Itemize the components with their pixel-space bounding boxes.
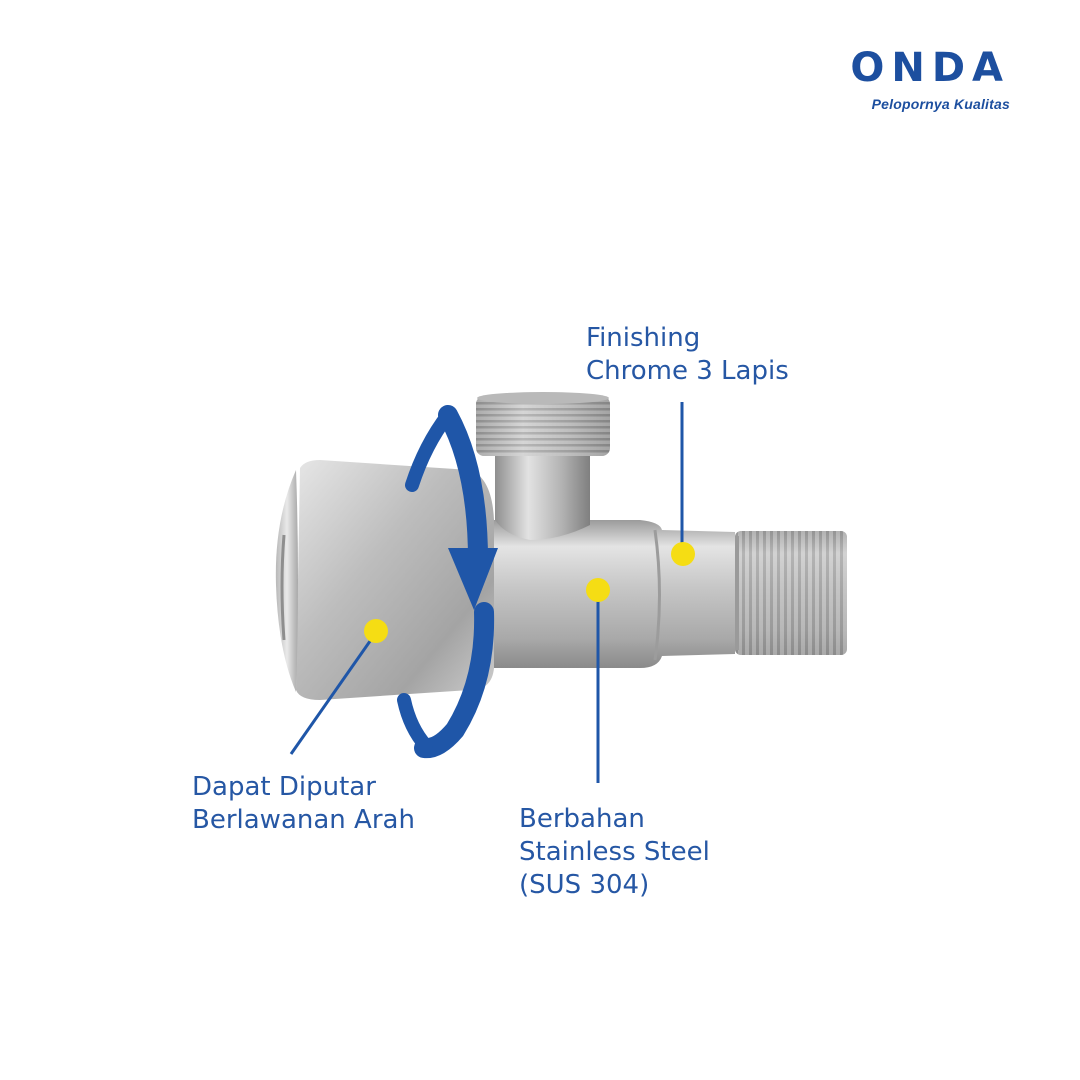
callout-line: Finishing (586, 323, 701, 353)
callout-line: Berlawanan Arah (192, 805, 415, 835)
callout-line: Dapat Diputar (192, 772, 376, 802)
callout-line: (SUS 304) (519, 870, 650, 900)
callout-line: Chrome 3 Lapis (586, 356, 789, 386)
leader-line-rotate (289, 633, 377, 755)
brand-tagline: Pelopornya Kualitas (871, 96, 1010, 112)
dot-marker-icon (671, 542, 695, 566)
handle-face (275, 470, 298, 692)
dot-marker-icon (364, 619, 388, 643)
top-inlet (476, 392, 610, 540)
rotating-handle (275, 460, 494, 700)
handle-body (296, 460, 494, 700)
dot-marker-icon (586, 578, 610, 602)
callout-finishing: Finishing Chrome 3 Lapis (586, 322, 789, 388)
callout-line: Berbahan (519, 804, 645, 834)
rotation-arrow-icon (397, 405, 498, 759)
brand-logo: ONDA Pelopornya Kualitas (850, 48, 1010, 112)
threaded-outlet (725, 531, 847, 655)
brand-name: ONDA (850, 45, 1010, 91)
callout-material: Berbahan Stainless Steel (SUS 304) (519, 803, 710, 902)
inlet-pipe (495, 450, 590, 540)
callout-line: Stainless Steel (519, 837, 710, 867)
callout-rotate: Dapat Diputar Berlawanan Arah (192, 771, 415, 837)
